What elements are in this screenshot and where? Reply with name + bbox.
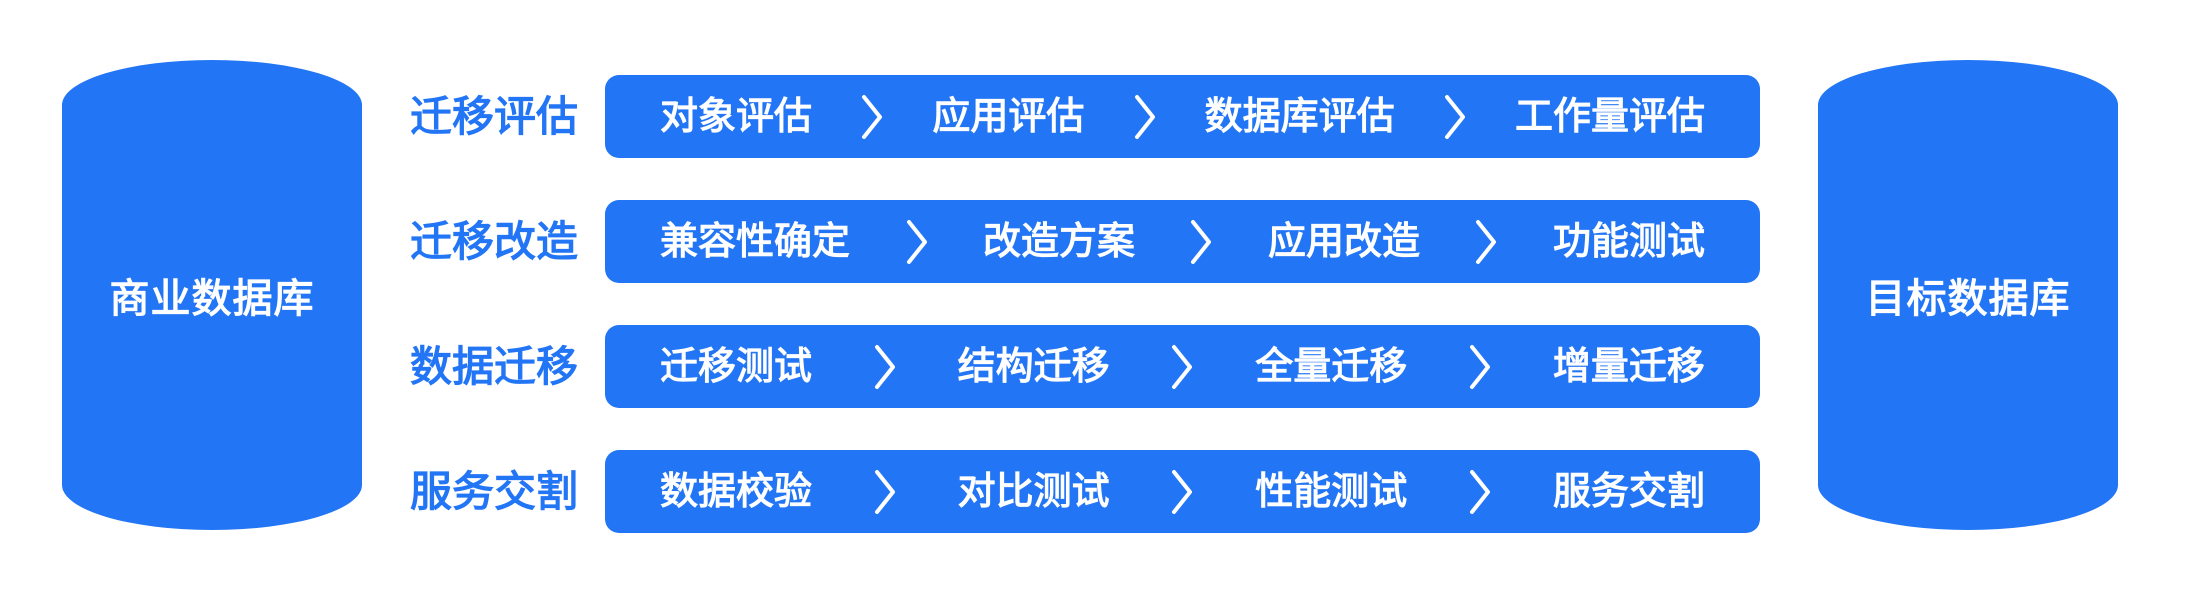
phase-label: 服务交割: [410, 467, 579, 515]
steps-bar: 迁移测试 结构迁移 全量迁移 增量迁移: [605, 325, 1760, 408]
phase-label: 数据迁移: [410, 342, 579, 390]
steps-bar: 对象评估 应用评估 数据库评估 工作量评估: [605, 75, 1760, 158]
step-label: 增量迁移: [1552, 345, 1705, 388]
step-label: 数据库评估: [1204, 95, 1395, 138]
phase-row-data-migration: 数据迁移 迁移测试 结构迁移 全量迁移 增量迁移: [410, 325, 1760, 408]
step-label: 性能测试: [1255, 470, 1408, 513]
chevron-right-icon: [1190, 218, 1212, 266]
chevron-right-icon: [1171, 343, 1193, 391]
phase-row-service-handover: 服务交割 数据校验 对比测试 性能测试 服务交割: [410, 450, 1760, 533]
step-label: 兼容性确定: [660, 220, 851, 263]
target-database-label: 目标数据库: [1865, 277, 2071, 321]
chevron-right-icon: [874, 343, 896, 391]
step-label: 结构迁移: [957, 345, 1110, 388]
chevron-right-icon: [861, 93, 883, 141]
chevron-right-icon: [1444, 93, 1466, 141]
step-label: 对比测试: [957, 470, 1110, 513]
step-label: 应用评估: [932, 95, 1085, 138]
chevron-right-icon: [1134, 93, 1156, 141]
step-label: 全量迁移: [1255, 345, 1408, 388]
phase-label: 迁移改造: [410, 217, 579, 265]
chevron-right-icon: [1469, 343, 1491, 391]
source-database-label: 商业数据库: [109, 277, 315, 321]
chevron-right-icon: [1475, 218, 1497, 266]
source-database-cylinder: 商业数据库: [62, 60, 362, 530]
step-label: 数据校验: [660, 470, 813, 513]
step-label: 迁移测试: [660, 345, 813, 388]
step-label: 对象评估: [660, 95, 813, 138]
step-label: 服务交割: [1552, 470, 1705, 513]
phase-label: 迁移评估: [410, 92, 579, 140]
phase-row-transformation: 迁移改造 兼容性确定 改造方案 应用改造 功能测试: [410, 200, 1760, 283]
chevron-right-icon: [906, 218, 928, 266]
target-database-cylinder: 目标数据库: [1818, 60, 2118, 530]
steps-bar: 兼容性确定 改造方案 应用改造 功能测试: [605, 200, 1760, 283]
phase-rows: 迁移评估 对象评估 应用评估 数据库评估 工作量评估 迁移改造 兼容性: [410, 75, 1760, 533]
steps-bar: 数据校验 对比测试 性能测试 服务交割: [605, 450, 1760, 533]
step-label: 应用改造: [1267, 220, 1420, 263]
step-label: 功能测试: [1552, 220, 1705, 263]
step-label: 改造方案: [982, 220, 1135, 263]
step-label: 工作量评估: [1514, 95, 1705, 138]
chevron-right-icon: [1171, 468, 1193, 516]
chevron-right-icon: [874, 468, 896, 516]
chevron-right-icon: [1469, 468, 1491, 516]
phase-row-assessment: 迁移评估 对象评估 应用评估 数据库评估 工作量评估: [410, 75, 1760, 158]
